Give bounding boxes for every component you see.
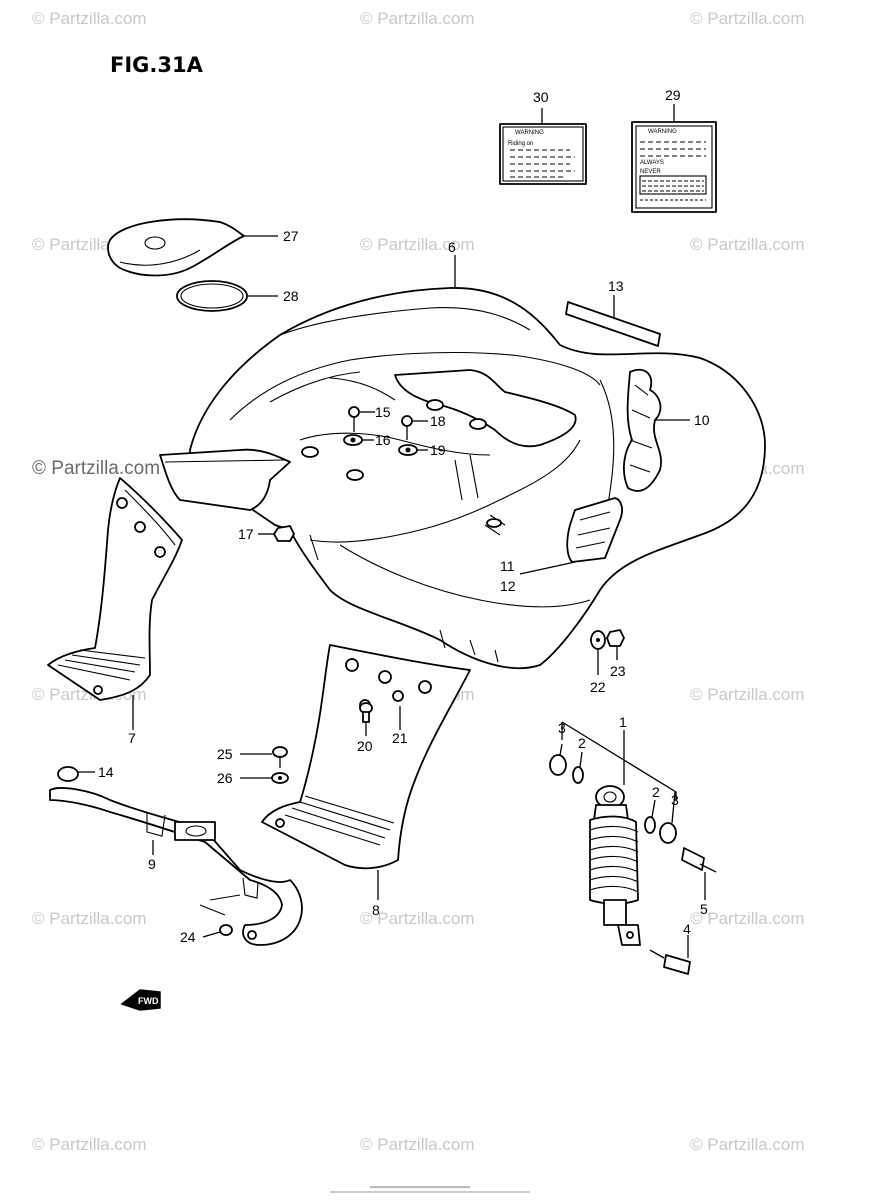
- warning-label-title: WARNING: [515, 130, 544, 136]
- watermark: © Partzilla.com: [690, 909, 805, 928]
- callout: 3: [671, 792, 679, 808]
- callout: 7: [128, 730, 136, 746]
- callout: 23: [610, 663, 626, 679]
- warning-label-word: NEVER: [640, 169, 661, 175]
- callout: 8: [372, 902, 380, 918]
- callout: 4: [683, 921, 691, 937]
- callout: 25: [217, 746, 233, 762]
- warning-label-30: WARNING Riding on: [499, 108, 587, 185]
- callout: 29: [665, 87, 681, 103]
- callout: 1: [619, 714, 627, 730]
- callout: 13: [608, 278, 624, 294]
- callout: 9: [148, 856, 156, 872]
- callout: 27: [283, 228, 299, 244]
- shock-absorber-1: [589, 730, 641, 946]
- bolt-20: [359, 702, 373, 736]
- badge-11-12: [519, 497, 623, 575]
- grab-bar-9: [49, 787, 303, 946]
- watermark: © Partzilla.com: [690, 685, 805, 704]
- watermark: © Partzilla.com: [360, 1135, 475, 1154]
- callout: 3: [558, 720, 566, 736]
- watermark: © Partzilla.com: [32, 458, 160, 479]
- callout: 22: [590, 679, 606, 695]
- band-28: [176, 280, 278, 312]
- washer-22-nut-23: [590, 629, 625, 675]
- rear-fender-6: [189, 255, 766, 669]
- emblem-10: [623, 368, 690, 492]
- callout: 16: [375, 432, 391, 448]
- washer-2-left: [572, 751, 584, 784]
- watermark: © Partzilla.com: [32, 1135, 147, 1154]
- tool-bag-27: [107, 218, 278, 277]
- bolt-24: [202, 924, 233, 938]
- watermark: © Partzilla.com: [690, 1135, 805, 1154]
- footer-smudge: [330, 1186, 530, 1193]
- bushing-3-left: [549, 743, 567, 776]
- callout: 2: [578, 735, 586, 751]
- callout: 21: [392, 730, 408, 746]
- warning-label-29: WARNING ALWAYS NEVER: [631, 104, 717, 213]
- bolt-4: [649, 935, 691, 975]
- callout: 19: [430, 442, 446, 458]
- watermark: © Partzilla.com: [32, 909, 147, 928]
- bracket-3: [561, 721, 677, 800]
- watermark: © Partzilla.com: [360, 9, 475, 28]
- callout: 12: [500, 578, 516, 594]
- warning-label-title: WARNING: [648, 129, 677, 135]
- callout: 6: [448, 239, 456, 255]
- callout: 11: [500, 558, 515, 574]
- callout: 30: [533, 89, 549, 105]
- watermark: © Partzilla.com: [690, 235, 805, 254]
- mud-flap-7: [47, 477, 183, 730]
- fwd-arrow-label: FWD: [138, 996, 159, 1006]
- bushing-3-right: [659, 791, 677, 844]
- callout: 14: [98, 764, 114, 780]
- callout: 2: [652, 784, 660, 800]
- watermark: © Partzilla.com: [360, 909, 475, 928]
- left-flap: [159, 448, 291, 511]
- watermark: © Partzilla.com: [690, 9, 805, 28]
- callout: 18: [430, 413, 446, 429]
- warning-label-word: ALWAYS: [640, 160, 664, 166]
- callout: 26: [217, 770, 233, 786]
- bolt-5: [681, 847, 717, 900]
- callout: 17: [238, 526, 254, 542]
- watermark: © Partzilla.com: [360, 235, 475, 254]
- callout: 15: [375, 404, 391, 420]
- callout: 5: [700, 901, 708, 917]
- callouts: 30 29 27 28 6 13 10 15 18 16 19 17 11 12…: [98, 87, 710, 945]
- callout: 24: [180, 929, 196, 945]
- warning-label-line: Riding on: [508, 141, 533, 147]
- stripe-13: [565, 295, 661, 347]
- washer-2-right: [644, 799, 656, 834]
- callout: 28: [283, 288, 299, 304]
- callout: 10: [694, 412, 710, 428]
- figure-title: FIG.31A: [110, 53, 204, 77]
- fwd-arrow: FWD: [120, 989, 161, 1011]
- callout: 20: [357, 738, 373, 754]
- watermark: © Partzilla.com: [32, 9, 147, 28]
- mud-flap-8: [261, 644, 471, 900]
- bolt-25-washer-26: [240, 746, 289, 784]
- fasteners-15-19: [301, 399, 502, 528]
- cap-14: [57, 766, 95, 782]
- nut-17: [258, 525, 295, 542]
